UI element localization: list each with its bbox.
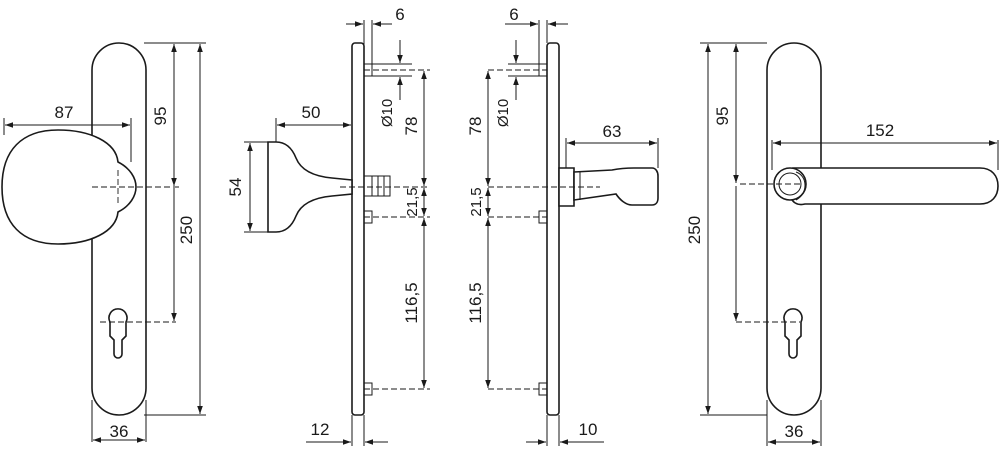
cylinder-hole-front-knob xyxy=(108,308,128,359)
dim-label-knob-diameter: 54 xyxy=(226,178,245,197)
lever-front xyxy=(789,167,999,206)
knob-front xyxy=(1,129,137,245)
dim-label-plate-thickness: 10 xyxy=(579,420,598,439)
backplate-side-knob xyxy=(351,42,365,416)
front-knob-view: 87 95 250 36 xyxy=(1,42,206,443)
knob-side xyxy=(267,141,353,233)
backplate-front-lever xyxy=(766,42,822,416)
front-lever-view: 95 152 250 36 xyxy=(685,42,999,446)
dim-label-lever-projection: 63 xyxy=(603,122,622,141)
dim-label-screw-offset: 6 xyxy=(509,5,518,24)
dim-label-spindle-to-top: 95 xyxy=(151,107,170,126)
dim-label-top-to-spindle: 78 xyxy=(466,117,485,136)
dim-label-plate-length: 250 xyxy=(685,216,704,244)
dim-label-screw-to-screw: 116,5 xyxy=(402,282,421,323)
dim-label-plate-thickness: 12 xyxy=(311,420,330,439)
dim-label-screw-offset: 6 xyxy=(395,5,404,24)
dim-label-plate-width: 36 xyxy=(110,422,129,441)
side-lever-view: 6 Ø10 78 21,5 116,5 63 10 xyxy=(466,5,659,446)
dim-label-knob-width: 87 xyxy=(55,103,74,122)
dim-label-plate-length: 250 xyxy=(177,216,196,244)
dim-label-plate-width: 36 xyxy=(785,422,804,441)
backplate-side-lever xyxy=(546,42,560,416)
dim-label-spindle-to-screw: 21,5 xyxy=(404,187,421,216)
dim-label-lever-length: 152 xyxy=(866,121,894,140)
dim-label-bolt-diameter: Ø10 xyxy=(379,99,396,127)
dim-label-spindle-to-screw: 21,5 xyxy=(468,187,485,216)
lever-rose-side xyxy=(558,167,575,207)
spindle-bolt-side-knob xyxy=(364,175,391,197)
lever-side xyxy=(573,167,659,206)
cylinder-hole-front-lever xyxy=(783,308,803,359)
dim-label-knob-projection: 50 xyxy=(302,103,321,122)
dim-label-spindle-to-top: 95 xyxy=(713,107,732,126)
dim-label-bolt-diameter: Ø10 xyxy=(495,99,512,127)
lever-neck-detail xyxy=(795,171,806,201)
side-knob-view: 6 50 54 Ø10 78 21,5 116,5 12 xyxy=(226,5,430,446)
dim-label-top-to-spindle: 78 xyxy=(402,117,421,136)
dim-label-screw-to-screw: 116,5 xyxy=(466,282,485,323)
